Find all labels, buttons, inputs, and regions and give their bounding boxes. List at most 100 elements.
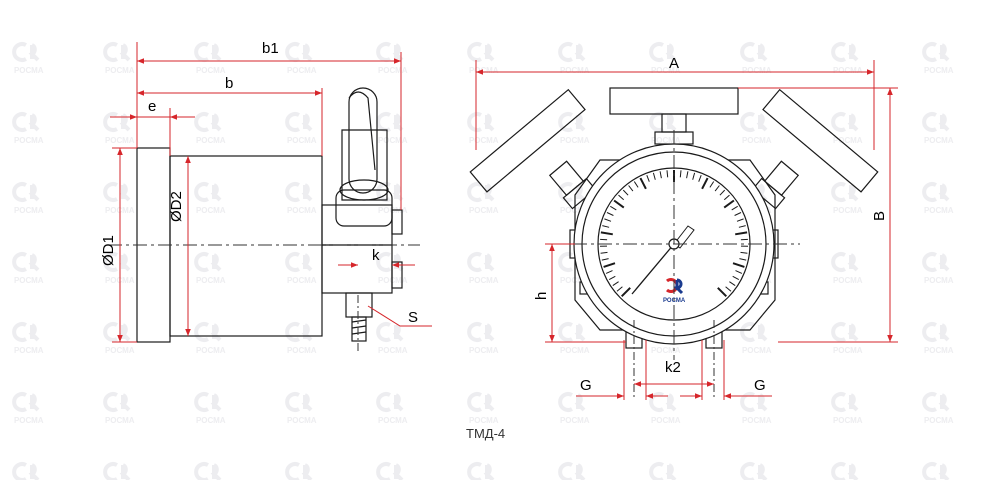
dial-tick <box>739 258 747 261</box>
watermark-text: РОСМА <box>742 346 772 355</box>
watermark-text: РОСМА <box>924 206 954 215</box>
dial-tick <box>679 170 682 178</box>
watermark-text: РОСМА <box>378 276 408 285</box>
dial-ticks <box>599 170 749 298</box>
watermark-logo: РОСМА <box>12 112 44 145</box>
watermark-text: РОСМА <box>105 66 135 75</box>
watermark-logo: РОСМА <box>285 112 317 145</box>
watermark-logo: РОСМА <box>12 182 44 215</box>
watermark-text: РОСМА <box>469 416 499 425</box>
dial-tick <box>732 262 745 268</box>
dim-label-k: k <box>372 247 380 264</box>
watermark-text: РОСМА <box>469 346 499 355</box>
dial-tick <box>736 218 744 222</box>
watermark-text: РОСМА <box>196 346 226 355</box>
watermark-logo: РОСМА <box>467 322 499 355</box>
watermark-text: РОСМА <box>14 206 44 215</box>
valve-handle <box>348 87 378 194</box>
watermark-text: РОСМА <box>14 66 44 75</box>
watermark-text: РОСМА <box>105 416 135 425</box>
watermark-logo: РОСМА <box>649 392 681 425</box>
dial-tick <box>709 181 715 188</box>
dial-tick <box>701 177 709 190</box>
watermark-logo: РОСМА <box>194 182 226 215</box>
watermark-logo: РОСМА <box>103 462 131 480</box>
watermark-logo: РОСМА <box>831 182 863 215</box>
dim-label-G-right: G <box>754 377 766 394</box>
watermark-text: РОСМА <box>14 416 44 425</box>
watermark-text: РОСМА <box>378 416 408 425</box>
dial-tick <box>731 205 738 211</box>
watermark-logo: РОСМА <box>467 392 499 425</box>
watermark-logo: РОСМА <box>12 322 44 355</box>
dial-tick <box>620 287 631 298</box>
dim-label-S: S <box>408 309 418 326</box>
dim-label-G-left: G <box>580 377 592 394</box>
dim-label-e: e <box>148 98 156 115</box>
watermark-logo: РОСМА <box>740 392 772 425</box>
watermark-text: РОСМА <box>924 416 954 425</box>
watermark-text: РОСМА <box>14 276 44 285</box>
watermark-text: РОСМА <box>742 136 772 145</box>
watermark-logo: РОСМА <box>740 462 768 480</box>
watermark-logo: РОСМА <box>103 392 135 425</box>
watermark-text: РОСМА <box>833 416 863 425</box>
watermark-text: РОСМА <box>651 346 681 355</box>
watermark-text: РОСМА <box>14 346 44 355</box>
dim-label-B: B <box>871 211 888 221</box>
watermark-logo: РОСМА <box>467 42 499 75</box>
watermark-logo: РОСМА <box>285 462 313 480</box>
watermark-logo: РОСМА <box>558 112 590 145</box>
watermark-text: РОСМА <box>105 136 135 145</box>
watermark-logo: РОСМА <box>922 42 954 75</box>
watermark-logo: РОСМА <box>194 322 226 355</box>
dial-tick <box>719 189 726 196</box>
watermark-text: РОСМА <box>287 206 317 215</box>
watermark-text: РОСМА <box>378 136 408 145</box>
dial-tick <box>613 199 625 209</box>
right-handwheel <box>762 88 879 193</box>
left-stem <box>548 160 597 210</box>
watermark-text: РОСМА <box>287 276 317 285</box>
watermark-logo: РОСМА <box>103 42 135 75</box>
watermark-text: РОСМА <box>833 136 863 145</box>
valve-housing <box>335 189 393 227</box>
dial-tick <box>666 170 669 178</box>
watermark-logo: РОСМА <box>831 42 863 75</box>
dial-tick <box>646 175 650 182</box>
dial-tick <box>740 251 748 254</box>
watermark-text: РОСМА <box>560 66 590 75</box>
watermark-logo: РОСМА <box>103 112 135 145</box>
dim-label-D1: ØD1 <box>100 235 117 266</box>
watermark-logo: РОСМА <box>194 392 226 425</box>
watermark-logo: РОСМА <box>922 462 950 480</box>
watermark-logo: РОСМА <box>922 112 954 145</box>
dial-tick <box>738 225 746 228</box>
watermark-logo: РОСМА <box>649 462 677 480</box>
right-stem <box>751 160 800 210</box>
watermark-logo: РОСМА <box>12 462 40 480</box>
watermark-logo: РОСМА <box>922 182 954 215</box>
watermark-logo: РОСМА <box>740 42 772 75</box>
watermark-logo: РОСМА <box>558 462 586 480</box>
watermark-logo: РОСМА <box>376 322 408 355</box>
dial-tick <box>600 231 613 236</box>
dial-tick <box>723 194 730 201</box>
dial-tick <box>601 258 609 261</box>
dim-label-k2: k2 <box>665 359 681 376</box>
watermark-text: РОСМА <box>469 276 499 285</box>
watermark-logo: РОСМА <box>558 42 590 75</box>
dial-tick <box>717 287 728 298</box>
dial-tick <box>725 286 732 292</box>
dial-tick <box>714 185 720 192</box>
dial-tick <box>628 185 634 192</box>
watermark-logo: РОСМА <box>831 112 863 145</box>
watermark-logo: РОСМА <box>558 322 590 355</box>
watermark-text: РОСМА <box>287 346 317 355</box>
dial-tick <box>659 171 662 179</box>
watermark-logo: РОСМА <box>831 392 863 425</box>
watermark-text: РОСМА <box>833 276 863 285</box>
dial-tick <box>608 275 616 281</box>
watermark-logo: РОСМА <box>740 112 772 145</box>
